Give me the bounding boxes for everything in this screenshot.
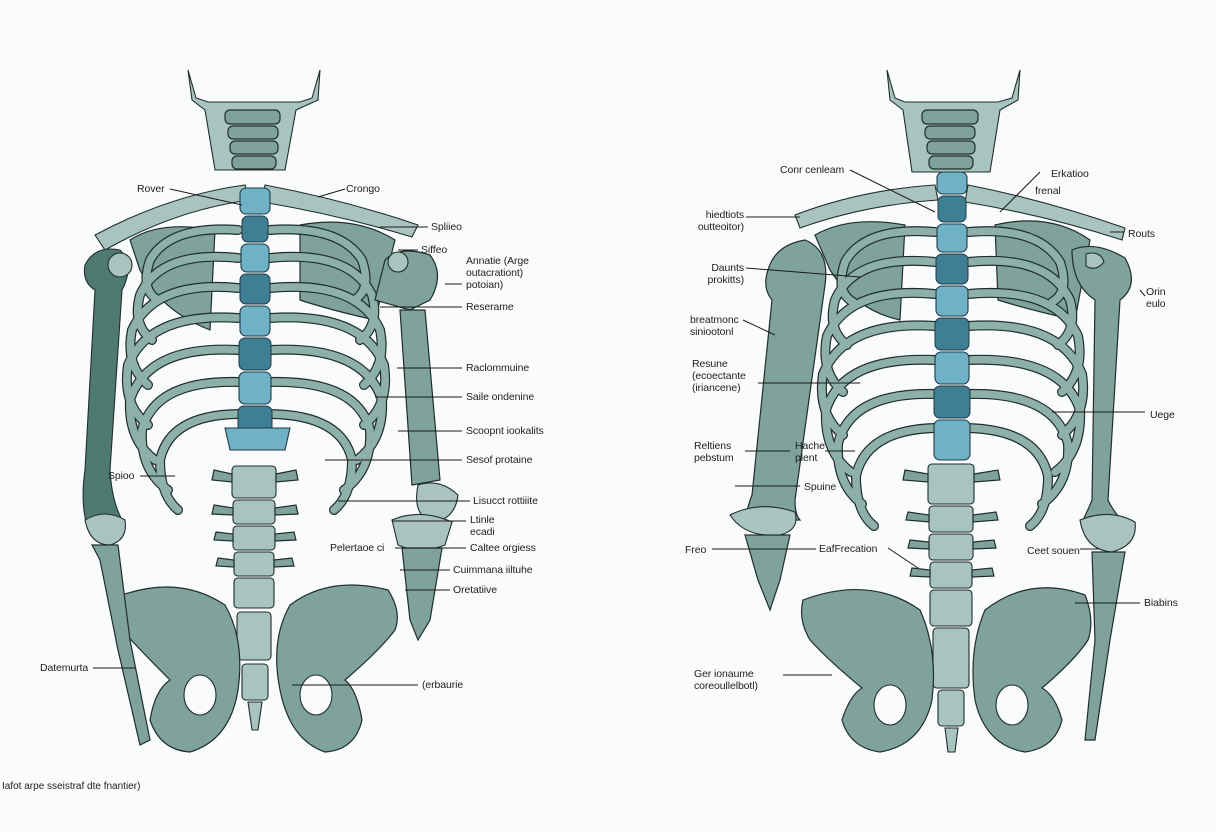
left-skeleton-figure <box>0 0 600 770</box>
rib-cage <box>816 226 1089 531</box>
right-leader-lines <box>712 169 1146 676</box>
thoracic-spine <box>224 187 291 451</box>
label-conr-cenleam: Conr cenleam <box>780 164 845 176</box>
label-spioo: Spioo <box>108 470 135 482</box>
cervical-spine <box>886 69 1021 173</box>
label-caltee-orgiess: Caltee orgiess <box>470 542 536 554</box>
label-ceet-souen: Ceet souen <box>1027 545 1080 557</box>
right-skeleton-figure <box>608 0 1216 770</box>
label-resune: Resune (ecoectante (iriancene) <box>692 358 746 394</box>
label-scoopnt-iookalits: Scoopnt iookalits <box>466 425 544 437</box>
label-annatie: Annatie (Arge outacrationt) potoian) <box>466 255 529 291</box>
label-sesof-protaine: Sesof protaine <box>466 454 533 466</box>
label-reserame: Reserame <box>466 301 514 313</box>
pelvis <box>117 584 398 753</box>
label-hiedtiots: hiedtiots outteoitor) <box>697 209 744 233</box>
label-orin-eulo: Orin eulo <box>1146 286 1166 310</box>
label-oretatiive: Oretatiive <box>453 584 497 596</box>
rib-cage <box>121 224 391 515</box>
label-ger-ionaume: Ger ionaume coreoullelbotl) <box>694 668 758 692</box>
right-arm <box>374 250 459 642</box>
label-datemurta: Datemurta <box>40 662 89 674</box>
left-skeleton-illustration <box>82 69 470 753</box>
label-reltiens: Reltiens pebstum <box>694 440 734 464</box>
label-eaffrecation: EafFrecation <box>819 543 878 555</box>
label-erkatioo: Erkatioo <box>1051 168 1089 180</box>
label-routs: Routs <box>1128 228 1155 240</box>
label-saile-ondenine: Saile ondenine <box>466 391 535 403</box>
label-pelertaoe: Pelertaoe ci <box>330 542 385 554</box>
thoracic-spine <box>933 171 971 461</box>
figure-caption: Iafot arpe sseistraf dte fnantier) <box>2 781 141 792</box>
label-frenal: frenal <box>1035 185 1061 197</box>
label-spuine: Spuine <box>804 481 837 493</box>
pelvis <box>800 587 1092 753</box>
label-erbaurie: (erbaurie <box>422 679 464 691</box>
label-daunts: Daunts prokitts) <box>707 262 745 286</box>
right-skeleton-illustration <box>712 69 1146 753</box>
label-siffeo: Siffeo <box>421 244 448 256</box>
label-spliieo: Spliieo <box>431 221 462 233</box>
right-arm <box>1071 245 1136 741</box>
label-rover: Rover <box>137 183 165 195</box>
label-biabins: Biabins <box>1144 597 1178 609</box>
label-cuimmana-iiltuhe: Cuimmana iiltuhe <box>453 564 533 576</box>
label-freo: Freo <box>685 544 707 556</box>
label-breatmonc: breatmonc siniootonl <box>690 314 739 338</box>
label-lisucct-rottiiite: Lisucct rottiiite <box>473 495 538 507</box>
label-hache-plent: Hache plent <box>795 440 825 464</box>
lumbar-spine <box>902 463 1001 753</box>
left-arm <box>82 248 151 746</box>
label-crongo: Crongo <box>346 183 380 195</box>
label-ltinle-ecadi: Ltinle ecadi <box>470 514 495 538</box>
label-raclommuine: Raclommuine <box>466 362 530 374</box>
left-arm <box>729 239 827 612</box>
cervical-spine <box>187 69 321 171</box>
label-uege: Uege <box>1150 409 1175 421</box>
lumbar-spine <box>211 465 299 731</box>
left-leader-lines <box>93 188 470 686</box>
